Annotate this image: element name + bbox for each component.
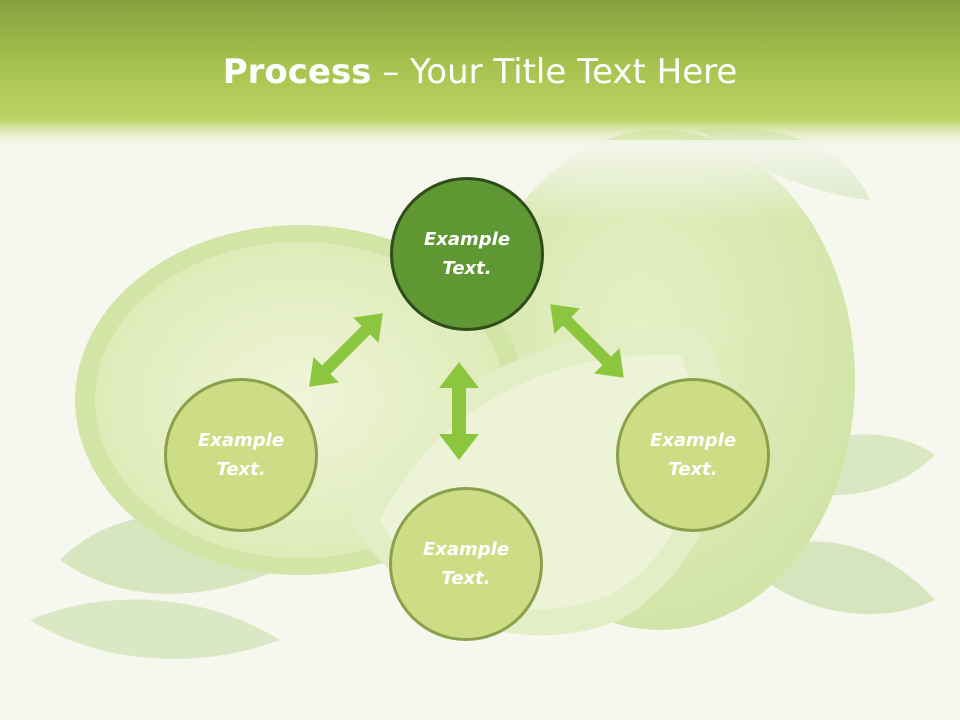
node-top-line1: Example (423, 229, 511, 250)
node-top-line2: Text. (442, 258, 492, 279)
process-node-left[interactable]: Example Text. (164, 378, 318, 532)
arrow-vertical (439, 362, 479, 460)
node-left-line1: Example (197, 430, 285, 451)
arrow-left-diagonal (309, 313, 383, 387)
node-bottom-line2: Text. (441, 568, 491, 589)
arrow-right-diagonal (550, 304, 624, 378)
process-node-right[interactable]: Example Text. (616, 378, 770, 532)
title-bar (0, 0, 960, 150)
node-right-line2: Text. (668, 459, 718, 480)
process-node-top[interactable]: Example Text. (390, 177, 544, 331)
node-left-line2: Text. (216, 459, 266, 480)
title-bold: Process (222, 52, 372, 92)
slide-title[interactable]: Process – Your Title Text Here (0, 52, 960, 92)
node-right-line1: Example (649, 430, 737, 451)
title-rest: – Your Title Text Here (371, 52, 738, 92)
node-bottom-line1: Example (422, 539, 510, 560)
process-node-bottom[interactable]: Example Text. (389, 487, 543, 641)
